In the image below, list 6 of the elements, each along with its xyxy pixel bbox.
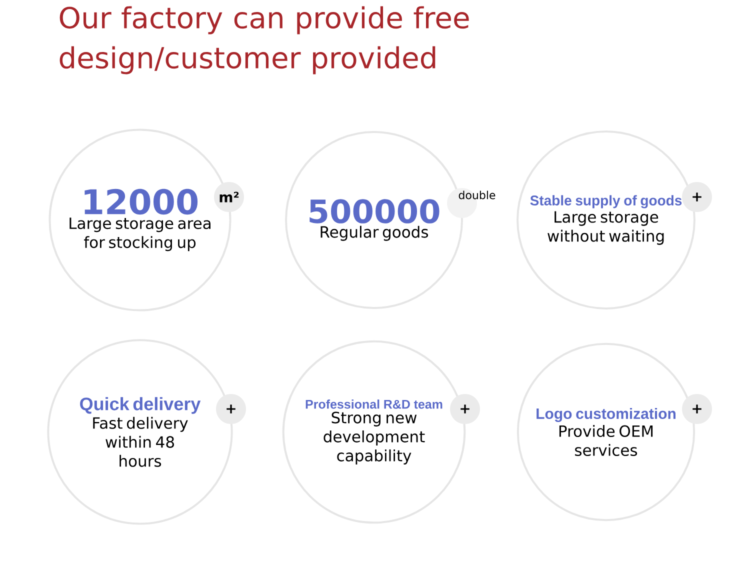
badge: + — [216, 394, 246, 424]
badge: + — [682, 394, 712, 424]
badge: m² — [214, 182, 244, 212]
badge: + — [450, 394, 480, 424]
title: Our factory can provide free design/customer provided — [60, 6, 469, 74]
badge: + — [682, 182, 712, 212]
